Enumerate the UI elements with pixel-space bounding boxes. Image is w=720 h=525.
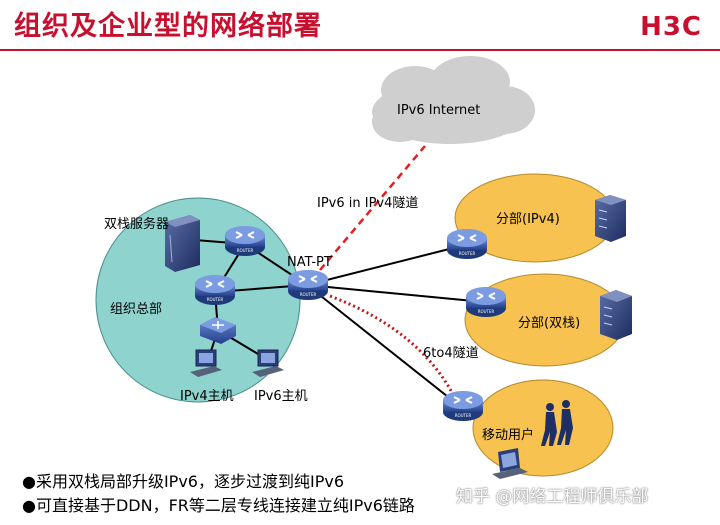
laptop-icon	[492, 448, 528, 479]
mobile-user-label: 移动用户	[482, 428, 535, 443]
ipv6-in-ipv4-tunnel-label: IPv6 in IPv4隧道	[317, 196, 419, 211]
branch-ipv4-building-icon	[595, 195, 626, 242]
title-divider	[0, 49, 720, 51]
hq-core-router-icon	[194, 274, 236, 306]
nat-pt-router-icon	[287, 269, 329, 301]
ipv6-internet-cloud	[372, 56, 535, 144]
bullet-item: ●可直接基于DDN，FR等二层专线连接建立纯IPv6链路	[22, 496, 415, 515]
page-title: 组织及企业型的网络部署	[14, 11, 322, 42]
branch-dual-building-icon	[600, 290, 632, 340]
branch-dual-label: 分部(双栈)	[518, 316, 581, 331]
hq-switch-icon	[200, 317, 236, 344]
ipv6-host-icon	[252, 349, 284, 377]
watermark: 知乎 @网络工程师俱乐部	[456, 487, 649, 507]
dual-stack-server-label: 双栈服务器	[104, 217, 170, 232]
branch-ipv4-router-icon	[446, 228, 488, 260]
ipv6-host-label: IPv6主机	[254, 389, 308, 404]
branch-dual-router-icon	[465, 286, 507, 318]
branch-ipv4-label: 分部(IPv4)	[496, 212, 560, 227]
ipv4-host-icon	[190, 349, 222, 377]
h3c-logo: H3C	[640, 12, 702, 42]
hq-router-top-icon	[224, 225, 266, 257]
mobile-user-router-icon	[442, 390, 484, 422]
bullet-list: ●采用双栈局部升级IPv6，逐步过渡到纯IPv6 ●可直接基于DDN，FR等二层…	[22, 470, 415, 518]
hq-label: 组织总部	[110, 302, 163, 317]
ipv4-host-label: IPv4主机	[180, 389, 234, 404]
nat-pt-label: NAT-PT	[287, 255, 332, 270]
mobile-users-icon	[541, 400, 573, 446]
dual-stack-server-icon	[165, 215, 200, 272]
ipv6-in-ipv4-tunnel	[319, 145, 426, 271]
6to4-tunnel	[329, 294, 457, 399]
6to4-tunnel-label: 6to4隧道	[423, 346, 479, 361]
bullet-item: ●采用双栈局部升级IPv6，逐步过渡到纯IPv6	[22, 472, 344, 491]
ipv6-internet-label: IPv6 Internet	[397, 103, 481, 118]
